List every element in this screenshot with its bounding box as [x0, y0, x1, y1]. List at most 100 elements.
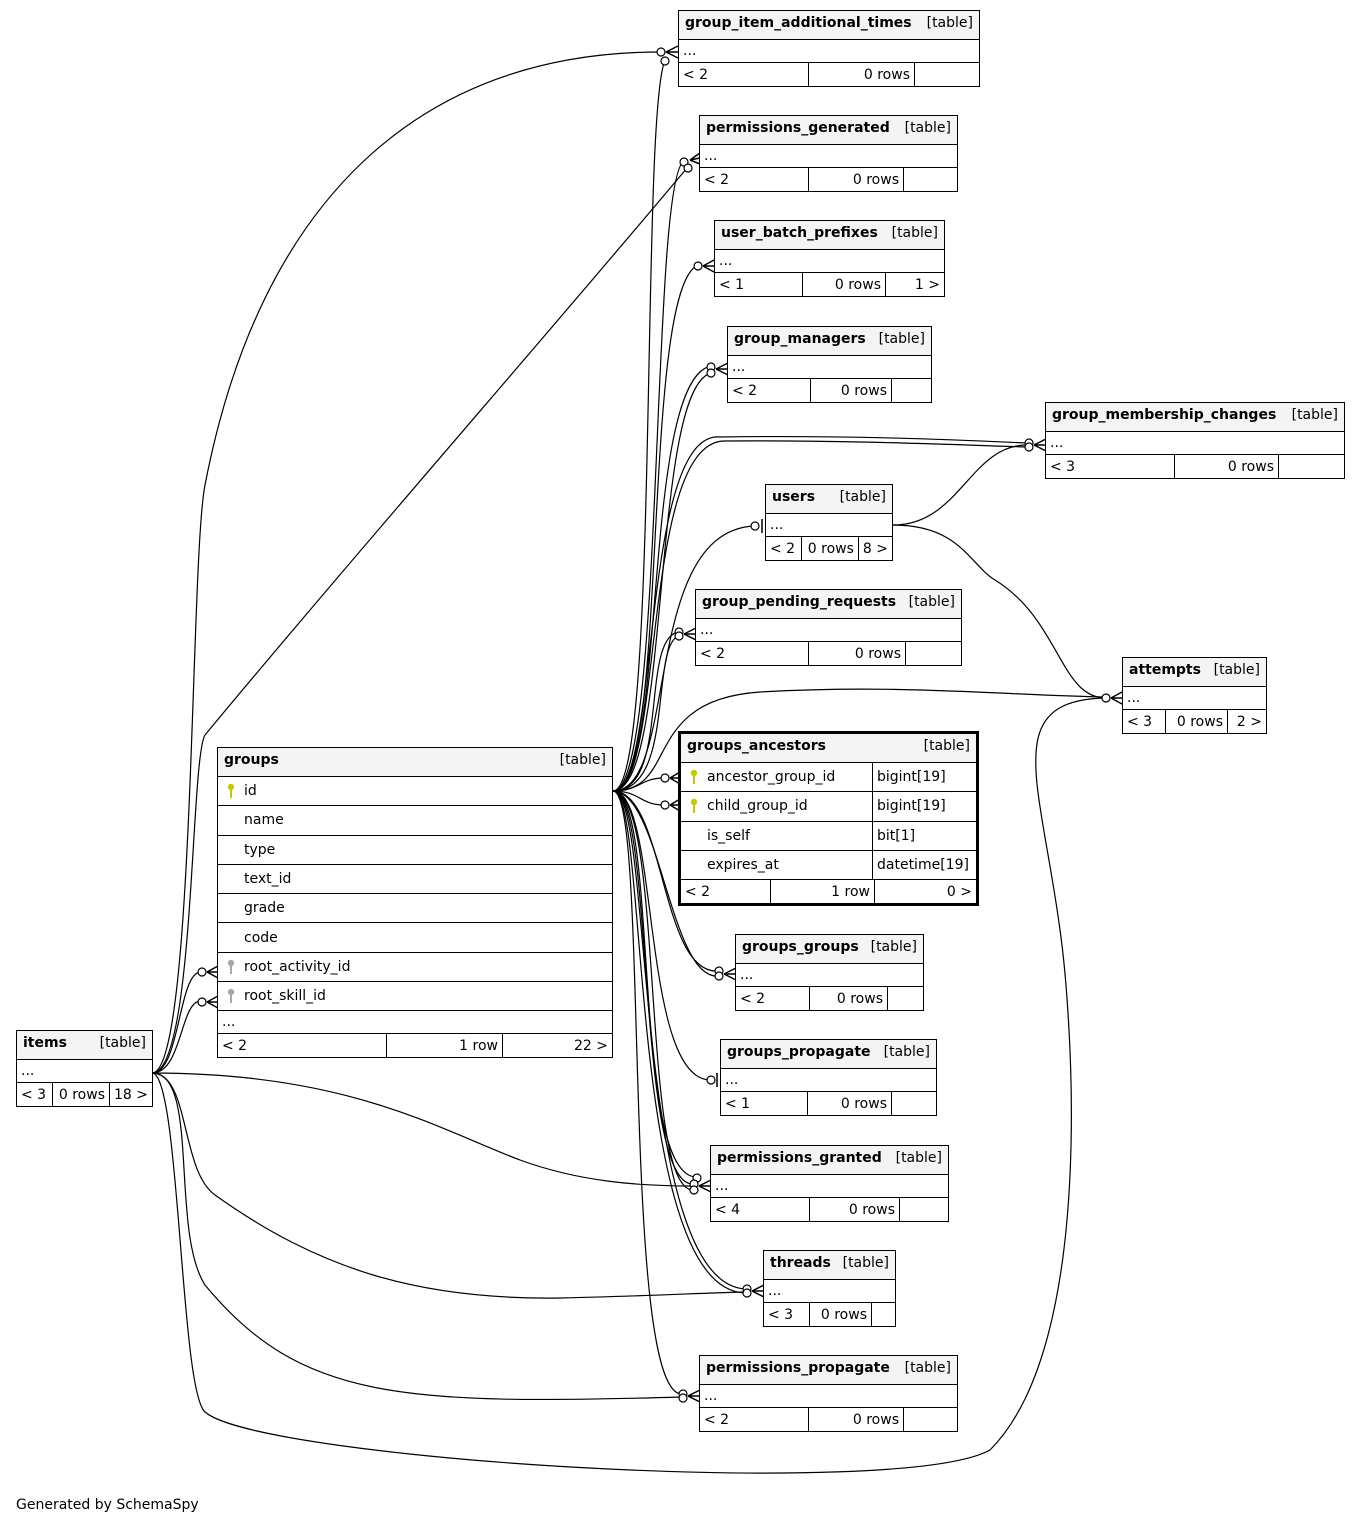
column-row[interactable]: expires_at datetime[19] [681, 850, 976, 881]
parents-count[interactable]: < 1 [725, 1095, 751, 1112]
key-slot [218, 783, 244, 799]
parents-count[interactable]: < 2 [770, 540, 796, 557]
parents-count[interactable]: < 2 [700, 645, 726, 662]
column-name: root_activity_id [244, 958, 351, 975]
edge-items-threads [151, 1072, 746, 1299]
more-columns: ... [721, 1069, 936, 1092]
children-count[interactable] [871, 1303, 895, 1326]
children-count[interactable] [905, 642, 961, 665]
table-header: permissions_generated[table] [700, 116, 957, 145]
parents-count[interactable]: < 3 [21, 1086, 47, 1103]
parents-count[interactable]: < 2 [704, 171, 730, 188]
row-count: 0 rows [807, 1092, 891, 1115]
children-count[interactable] [891, 379, 931, 402]
table-kind: [table] [842, 1255, 889, 1271]
edge-items-attempts [151, 697, 1107, 1474]
table-name: groups_ancestors [687, 738, 826, 754]
parents-count[interactable]: < 2 [222, 1037, 248, 1054]
column-row[interactable]: grade [218, 894, 612, 924]
edge-users-attempts [892, 524, 1107, 699]
column-type: datetime[19] [872, 850, 976, 880]
parents-count[interactable]: < 2 [740, 990, 766, 1007]
table-header: user_batch_prefixes[table] [715, 221, 944, 250]
children-count[interactable]: 1 > [885, 273, 944, 296]
column-row[interactable]: ancestor_group_id bigint[19] [681, 763, 976, 793]
row-count: 0 rows [52, 1083, 109, 1106]
table-groups-ancestors[interactable]: groups_ancestors[table] ancestor_group_i… [678, 731, 979, 907]
children-count[interactable]: 2 > [1227, 710, 1266, 733]
column-name: ancestor_group_id [707, 769, 836, 786]
children-count[interactable] [1278, 455, 1344, 478]
column-name: id [244, 783, 257, 800]
table-header: group_pending_requests[table] [696, 590, 961, 619]
more-columns: ... [679, 40, 979, 63]
children-count[interactable] [899, 1198, 948, 1221]
row-count: 0 rows [808, 642, 905, 665]
edge-groups-attempts [612, 688, 1107, 792]
children-count[interactable] [903, 168, 957, 191]
edge-groups-user-batch-prefixes [612, 264, 699, 792]
children-count[interactable]: 8 > [857, 537, 892, 560]
column-row[interactable]: id [218, 777, 612, 807]
children-count[interactable] [887, 987, 923, 1010]
more-columns: ... [218, 1011, 612, 1035]
row-count: 0 rows [808, 1408, 903, 1431]
column-row[interactable]: code [218, 923, 612, 953]
column-row[interactable]: root_activity_id [218, 953, 612, 983]
table-name: group_membership_changes [1052, 407, 1277, 423]
parents-count[interactable]: < 2 [732, 382, 758, 399]
primary-key-icon [690, 799, 698, 814]
key-slot [218, 959, 244, 975]
children-count[interactable]: 0 > [874, 880, 976, 904]
column-row[interactable]: text_id [218, 865, 612, 895]
table-kind: [table] [99, 1035, 146, 1051]
parents-count[interactable]: < 4 [715, 1201, 741, 1218]
parents-count[interactable]: < 2 [685, 883, 711, 900]
table-header: group_membership_changes[table] [1046, 403, 1344, 432]
column-row[interactable]: root_skill_id [218, 982, 612, 1012]
edge-groups-groups-propagate [612, 790, 711, 1081]
table-footer: < 1 0 rows [721, 1092, 936, 1115]
children-count[interactable] [914, 63, 979, 86]
row-count: 0 rows [809, 987, 887, 1010]
table-header: group_managers[table] [728, 327, 931, 356]
parents-count[interactable]: < 3 [768, 1306, 794, 1323]
children-count[interactable] [891, 1092, 936, 1115]
children-count[interactable]: 18 > [109, 1083, 152, 1106]
column-row[interactable]: type [218, 836, 612, 865]
column-type: bigint[19] [872, 763, 976, 792]
parents-count[interactable]: < 3 [1050, 458, 1076, 475]
table-group-item-additional-times[interactable]: group_item_additional_times[table] ... <… [678, 10, 980, 87]
parents-count[interactable]: < 2 [704, 1411, 730, 1428]
parents-count[interactable]: < 2 [683, 66, 709, 83]
column-name: expires_at [707, 857, 779, 874]
children-count[interactable] [903, 1408, 957, 1431]
column-row[interactable]: name [218, 806, 612, 836]
table-name: group_item_additional_times [685, 15, 912, 31]
parents-count[interactable]: < 1 [719, 276, 745, 293]
children-count[interactable]: 22 > [502, 1034, 612, 1058]
parents-count[interactable]: < 3 [1127, 713, 1153, 730]
edge-items-group-item-additional-times [151, 51, 661, 1074]
more-columns: ... [764, 1280, 895, 1303]
table-header: groups_ancestors[table] [681, 734, 976, 763]
